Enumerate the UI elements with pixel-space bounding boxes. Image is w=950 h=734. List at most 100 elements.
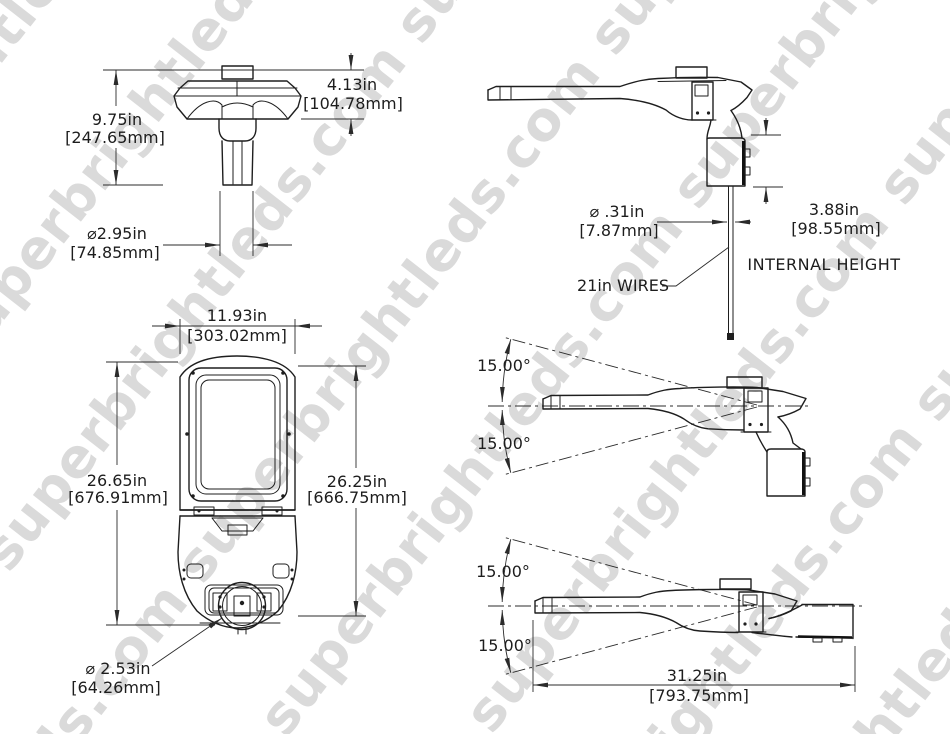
bracket-screw xyxy=(759,422,764,427)
front-knuckle-cap xyxy=(218,118,257,142)
seam-clip xyxy=(193,506,215,516)
lens-screw xyxy=(281,494,285,498)
seam-clip xyxy=(261,506,283,516)
bottom-view: 11.93in [303.02mm] 26.65in [676.91mm] 26… xyxy=(68,306,407,697)
angle-arc xyxy=(499,539,512,603)
tilt-arm-ticks xyxy=(550,395,561,409)
wing-screw xyxy=(182,568,186,572)
bottom-length-left-mm-label: [676.91mm] xyxy=(68,488,168,507)
tilt-neck xyxy=(755,416,802,453)
knuckle-plate-inner xyxy=(208,587,280,614)
front-head-height-in-label: 4.13in xyxy=(327,75,377,94)
tilt-arm-bottom xyxy=(542,398,745,431)
wing-screw xyxy=(290,577,294,581)
bottom-length-right-mm-label: [666.75mm] xyxy=(307,488,407,507)
mount-arm-pipe-edge xyxy=(797,635,853,639)
knuckle-dia-mm-label: [64.26mm] xyxy=(71,678,160,697)
knuckle-stem xyxy=(237,627,247,635)
plate-screw xyxy=(218,605,222,609)
wire-dia-in-label: ⌀ .31in xyxy=(590,202,645,221)
bracket-screw xyxy=(706,111,711,115)
angle-arc xyxy=(499,339,512,403)
tilt-arm-head-outline xyxy=(542,386,807,418)
lens-screw xyxy=(185,432,189,436)
angle-arc xyxy=(499,409,512,473)
front-tenon-cap xyxy=(221,65,254,80)
front-mount-tube xyxy=(221,140,254,186)
tilt-bracket-window xyxy=(747,390,763,403)
clamp-tab xyxy=(744,166,751,176)
wires-callout-label: 21in WIRES xyxy=(577,276,669,295)
internal-height-mm-label: [98.55mm] xyxy=(791,219,880,238)
bracket-screw xyxy=(754,622,758,626)
plate-screw xyxy=(262,605,266,609)
tilt-ray-up xyxy=(502,336,758,406)
leader-line xyxy=(662,246,730,287)
internal-height-in-label: 3.88in xyxy=(809,200,859,219)
bracket-screw xyxy=(695,111,700,115)
knuckle-ring-outer xyxy=(217,581,267,631)
side-neck xyxy=(706,109,743,140)
wire-tip xyxy=(727,333,734,340)
tilt-ray-up xyxy=(502,536,758,606)
side-arm-bottom xyxy=(487,89,693,121)
driver-housing-outline xyxy=(177,515,298,629)
tilt-mounted-view: 15.00° 15.00° 31.25in [793.75mm] xyxy=(476,536,862,705)
housing-funnel xyxy=(211,517,264,536)
wing-screw xyxy=(290,568,294,572)
housing-wing xyxy=(186,563,204,579)
pipe-foot xyxy=(812,637,823,643)
lens-screw xyxy=(191,371,195,375)
mounted-arm-ticks xyxy=(542,597,553,613)
knuckle-side-plate xyxy=(212,592,228,612)
knuckle-dia-in-label: ⌀ 2.53in xyxy=(86,659,151,678)
tilt-range-view: 15.00° 15.00° xyxy=(477,336,812,497)
tilt-ray-down xyxy=(502,406,758,476)
front-view: 9.75in [247.65mm] 4.13in [104.78mm] ⌀2.9… xyxy=(65,53,403,262)
bottom-width-in-label: 11.93in xyxy=(207,306,267,325)
front-head-seam-lines xyxy=(173,80,302,97)
knuckle-plate-outer xyxy=(204,584,284,616)
knuckle-screw xyxy=(239,600,245,606)
extension-line xyxy=(532,620,856,692)
mounted-bracket-window xyxy=(742,594,758,606)
clamp-tab xyxy=(744,148,751,158)
bottom-length-left-in-label: 26.65in xyxy=(87,471,147,490)
side-wire-lines xyxy=(728,185,734,335)
lens-screw xyxy=(191,494,195,498)
internal-height-caption: INTERNAL HEIGHT xyxy=(747,255,900,274)
front-head-height-mm-label: [104.78mm] xyxy=(303,94,403,113)
side-view: ⌀ .31in [7.87mm] 3.88in [98.55mm] INTERN… xyxy=(487,66,900,340)
side-tenon-cap xyxy=(675,66,708,79)
clamp-tab xyxy=(804,457,811,467)
bracket-screw xyxy=(748,422,752,427)
wire-dia-mm-label: [7.87mm] xyxy=(579,221,658,240)
side-clamp-body xyxy=(706,137,746,187)
overall-length-in-label: 31.25in xyxy=(667,666,727,685)
front-height-mm-label: [247.65mm] xyxy=(65,128,165,147)
knuckle-side-plate xyxy=(256,592,272,612)
tilt-up-angle-label: 15.00° xyxy=(476,562,530,581)
front-mount-dia-mm-label: [74.85mm] xyxy=(70,243,159,262)
seam-screw xyxy=(275,509,279,513)
mounted-neck xyxy=(751,604,803,638)
tilt-ray-down xyxy=(502,606,758,676)
side-bracket-window xyxy=(694,84,709,97)
side-head-inner-line xyxy=(657,80,727,82)
bottom-length-right-in-label: 26.25in xyxy=(327,472,387,491)
front-mount-tube-seams xyxy=(232,140,243,185)
wing-screw xyxy=(182,577,186,581)
tilt-up-angle-label: 15.00° xyxy=(477,356,531,375)
overall-length-mm-label: [793.75mm] xyxy=(649,686,749,705)
lens-frame-inner xyxy=(200,379,276,490)
plate-screw xyxy=(262,595,266,599)
side-arm-ticks xyxy=(499,86,512,100)
tilt-down-angle-label: 15.00° xyxy=(477,434,531,453)
extension-line xyxy=(103,69,364,186)
front-mount-dia-in-label: ⌀2.95in xyxy=(87,224,147,243)
tilt-clamp-body xyxy=(766,448,806,497)
bracket-screw xyxy=(743,622,747,626)
